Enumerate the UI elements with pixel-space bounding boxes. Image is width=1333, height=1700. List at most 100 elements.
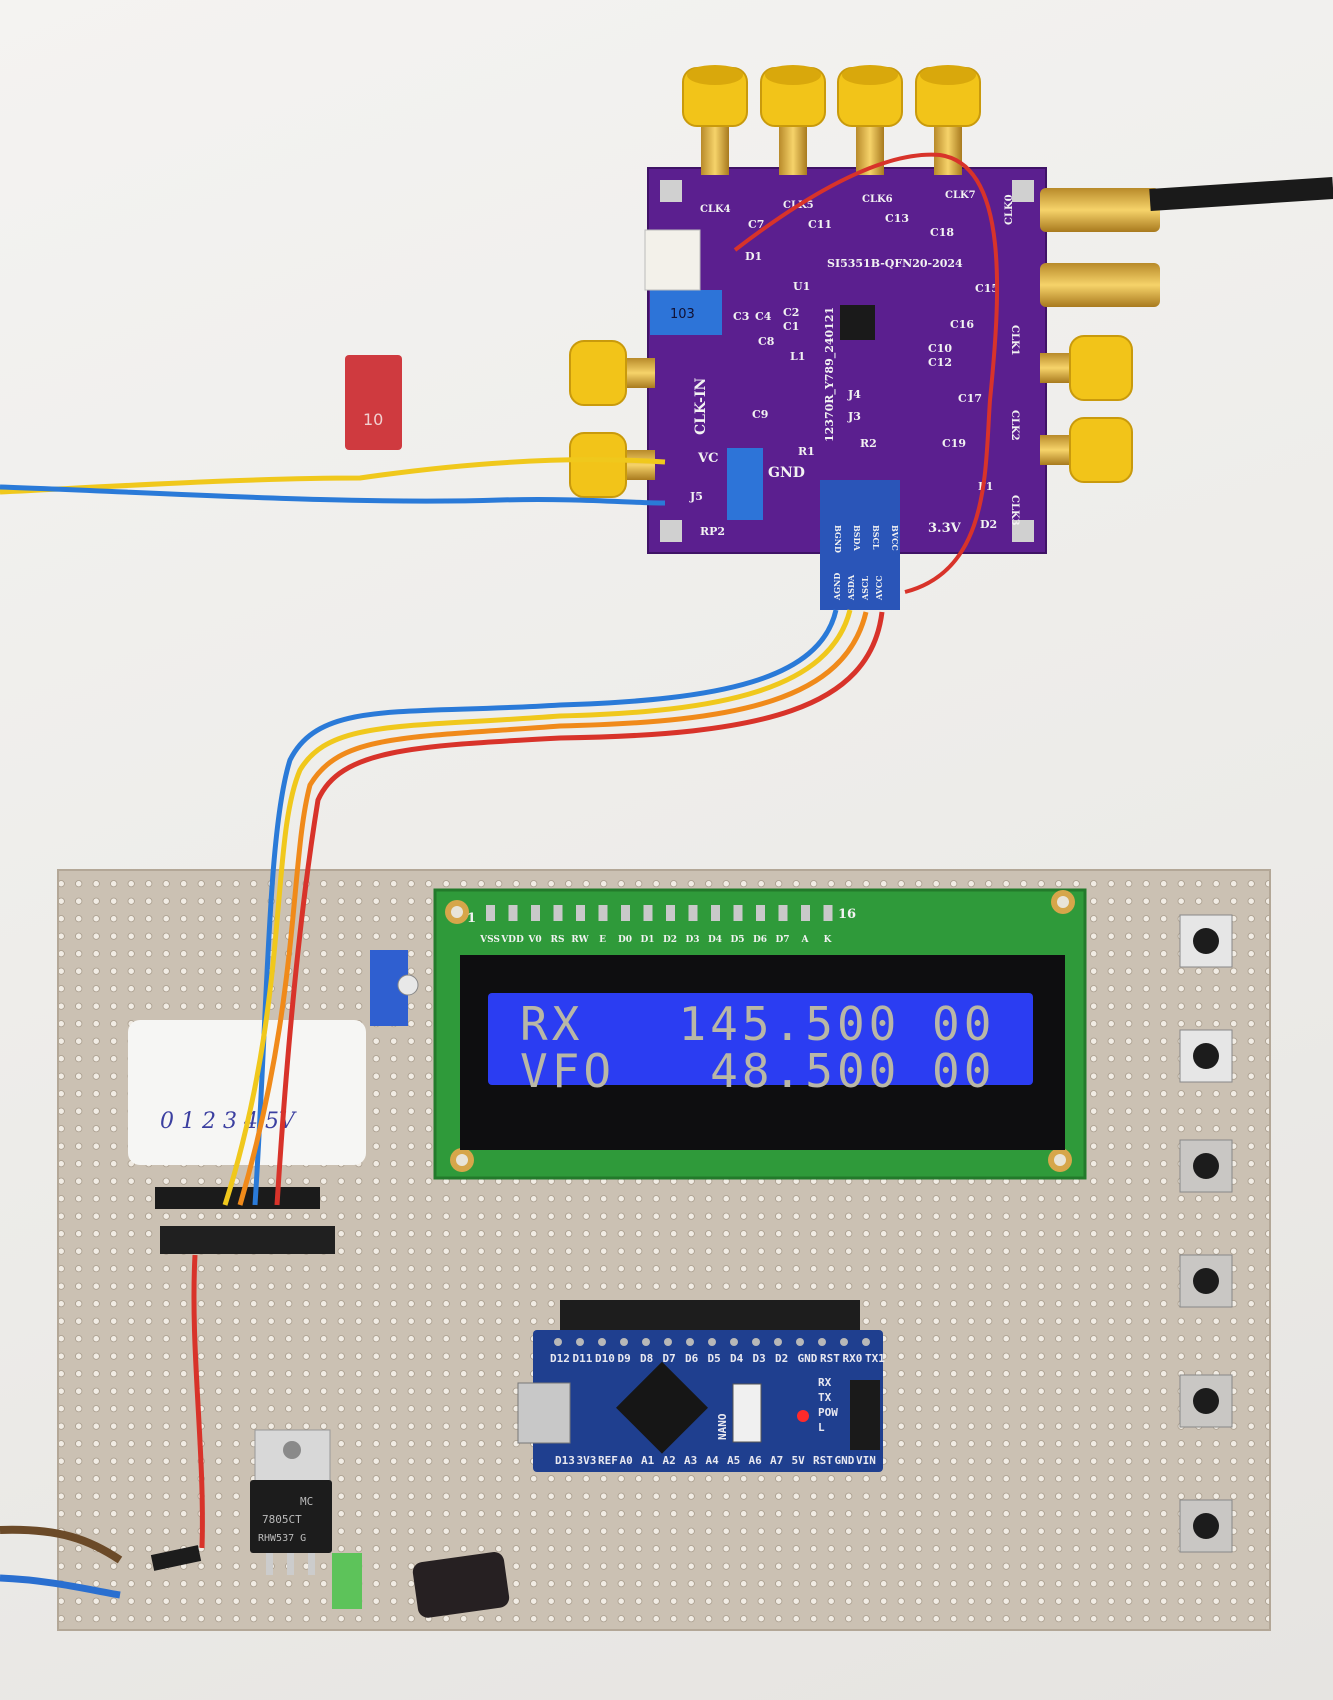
clock-output-label: CLK0 — [1004, 194, 1015, 225]
component-label: C17 — [958, 392, 982, 405]
voltage-regulator: MC 7805CT RHW537 G — [250, 1429, 332, 1575]
power-wire-brown — [0, 1525, 123, 1564]
trimmer-top[interactable] — [650, 290, 722, 335]
lcd-screen — [488, 993, 1033, 1085]
lcd-pin — [801, 905, 810, 921]
sma-connector-left[interactable] — [569, 340, 655, 406]
lcd-pin — [598, 905, 608, 921]
i2c-wire-blue — [252, 609, 839, 1206]
push-button-4[interactable] — [1179, 1254, 1233, 1308]
sma-connector-top[interactable] — [760, 65, 826, 175]
lcd-pin-label: VSS — [479, 935, 500, 945]
i2c-wire-orange — [237, 611, 869, 1206]
red-capacitor: 10 — [345, 355, 402, 450]
sma-connector-top[interactable] — [915, 65, 981, 175]
lcd-pin — [576, 905, 585, 921]
nano-bottom-pin-label: A7 — [770, 1454, 783, 1467]
nano-top-pin-label: GND — [798, 1352, 818, 1365]
regulator-line-2: 7805CT — [262, 1513, 302, 1526]
sma-connector-right[interactable] — [1040, 417, 1133, 483]
power-led — [797, 1410, 809, 1422]
atmega-chip — [616, 1361, 708, 1454]
nano-pin — [796, 1338, 804, 1346]
sma-connector-top[interactable] — [682, 65, 748, 175]
diode — [150, 1545, 202, 1571]
board-revision: 12370R_Y789_240121 — [823, 307, 837, 442]
sma-connector-gold[interactable] — [1040, 263, 1160, 307]
nano-top-pin-label: D8 — [640, 1352, 653, 1365]
component-label: C10 — [928, 342, 952, 355]
push-button-6[interactable] — [1179, 1499, 1233, 1553]
push-button-5[interactable] — [1179, 1374, 1233, 1428]
nano-pin — [598, 1338, 606, 1346]
push-button-1[interactable] — [1179, 914, 1233, 968]
i2c-top-label: BSCL — [871, 525, 881, 550]
clock-output-label: CLK4 — [700, 204, 731, 215]
sma-connector-left[interactable] — [569, 432, 655, 498]
sma-connector-top[interactable] — [837, 65, 903, 175]
reset-button[interactable] — [732, 1383, 762, 1443]
component-label: C9 — [752, 408, 768, 421]
lcd-line-1: RX 145.500 00 — [520, 997, 995, 1051]
lcd-pin — [778, 905, 788, 921]
nano-top-pin-label: TX1 — [865, 1352, 885, 1365]
nano-led-label: TX — [818, 1391, 832, 1404]
usb-mini-port[interactable] — [517, 1382, 571, 1444]
lcd-pin-label: D4 — [708, 935, 722, 945]
nano-led-label: RX — [818, 1376, 832, 1389]
nano-bottom-pin-label: A4 — [706, 1454, 720, 1467]
sma-connector-right[interactable] — [1040, 335, 1133, 401]
nano-pin — [730, 1338, 738, 1346]
push-button-2[interactable] — [1179, 1029, 1233, 1083]
component-label: D1 — [745, 250, 762, 263]
clk-in-label: CLK-IN — [693, 378, 709, 435]
component-label: C16 — [950, 318, 974, 331]
lcd-pin-label: D3 — [685, 935, 699, 945]
sma-connector-gold[interactable] — [1040, 188, 1160, 232]
clock-output-label: CLK7 — [945, 190, 976, 201]
i2c-top-label: BVCC — [890, 525, 900, 551]
lcd-pin — [621, 905, 630, 921]
component-label: U1 — [793, 280, 810, 293]
i2c-wire-red — [274, 611, 885, 1206]
nano-bottom-pin-label: VIN — [856, 1454, 876, 1467]
trimmer-top-label: 103 — [670, 307, 695, 322]
lcd-pin-label: VDD — [500, 935, 524, 945]
pin-header-female — [160, 1226, 335, 1254]
nano-top-pin-label: D5 — [708, 1352, 721, 1365]
red-capacitor-label: 10 — [363, 410, 383, 429]
nano-pin — [840, 1338, 848, 1346]
trimmer-bottom[interactable] — [727, 448, 763, 520]
nano-pin — [576, 1338, 584, 1346]
i2c-wire-yellow — [222, 609, 853, 1206]
lcd-pin — [508, 905, 518, 921]
contrast-trimmer[interactable] — [370, 950, 419, 1026]
board-title: SI5351B-QFN20-2024 — [827, 257, 963, 270]
input-wire-yellow — [0, 457, 666, 495]
nano-bottom-pin-label: RST — [813, 1454, 833, 1467]
nano-pin — [686, 1338, 694, 1346]
i2c-adapter — [820, 480, 900, 610]
si5351-chip — [840, 305, 875, 340]
nano-bottom-pin-label: A1 — [641, 1454, 655, 1467]
lcd-pin-label: D5 — [730, 935, 744, 945]
nano-pin — [752, 1338, 760, 1346]
power-connector[interactable] — [644, 229, 701, 291]
component-label: J3 — [847, 410, 861, 423]
lcd-pin — [688, 905, 698, 921]
component-label: C1 — [783, 320, 799, 333]
pin-header-male — [155, 1187, 320, 1209]
nano-bottom-pin-label: A0 — [620, 1454, 633, 1467]
red-supply-wire — [191, 1254, 205, 1549]
push-button-3[interactable] — [1179, 1139, 1233, 1193]
handwritten-label: 0 1 2 3 4 5V — [128, 1020, 366, 1165]
component-label: C4 — [755, 310, 772, 323]
nano-bottom-pin-label: D13 — [555, 1454, 575, 1467]
si5351-board: 103 SI5351B-QFN20-2024 12370R_Y789_24012… — [644, 167, 1047, 610]
nano-pin — [862, 1338, 870, 1346]
nano-pin — [708, 1338, 716, 1346]
nano-top-pin-label: D11 — [573, 1352, 593, 1365]
